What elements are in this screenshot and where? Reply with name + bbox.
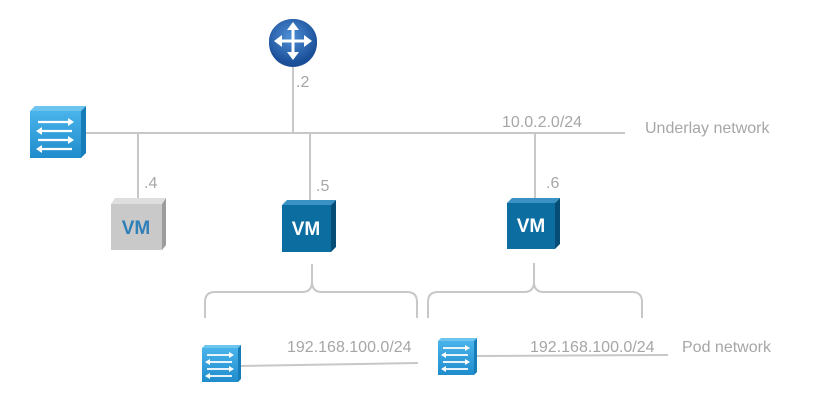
vm2-label: VM	[292, 219, 321, 240]
vm3-brace	[427, 263, 643, 318]
router-ip-label: .2	[296, 74, 309, 91]
vm2-brace	[204, 264, 418, 318]
router-icon	[269, 19, 317, 67]
vm3-ip-label: .6	[546, 175, 559, 192]
underlay-subnet-label: 10.0.2.0/24	[502, 114, 582, 131]
vm-icon: VM	[282, 200, 336, 252]
pod-subnet-label-1: 192.168.100.0/24	[287, 339, 412, 356]
vm3-label: VM	[517, 216, 546, 237]
pod-link-line-1	[239, 362, 419, 367]
pod-switch-icon	[202, 345, 241, 382]
pod-link-line-2	[475, 354, 669, 357]
vm1-label: VM	[122, 218, 151, 239]
pod-switch-icon	[438, 338, 477, 375]
vm1-ip-label: .4	[144, 175, 157, 192]
switch-icon	[30, 106, 86, 158]
pod-network-label: Pod network	[682, 339, 772, 356]
vm-icon: VM	[111, 198, 166, 250]
vm2-ip-label: .5	[316, 178, 329, 195]
underlay-network-label: Underlay network	[645, 120, 771, 137]
vm-icon: VM	[507, 198, 560, 249]
pod-subnet-label-2: 192.168.100.0/24	[530, 339, 655, 356]
